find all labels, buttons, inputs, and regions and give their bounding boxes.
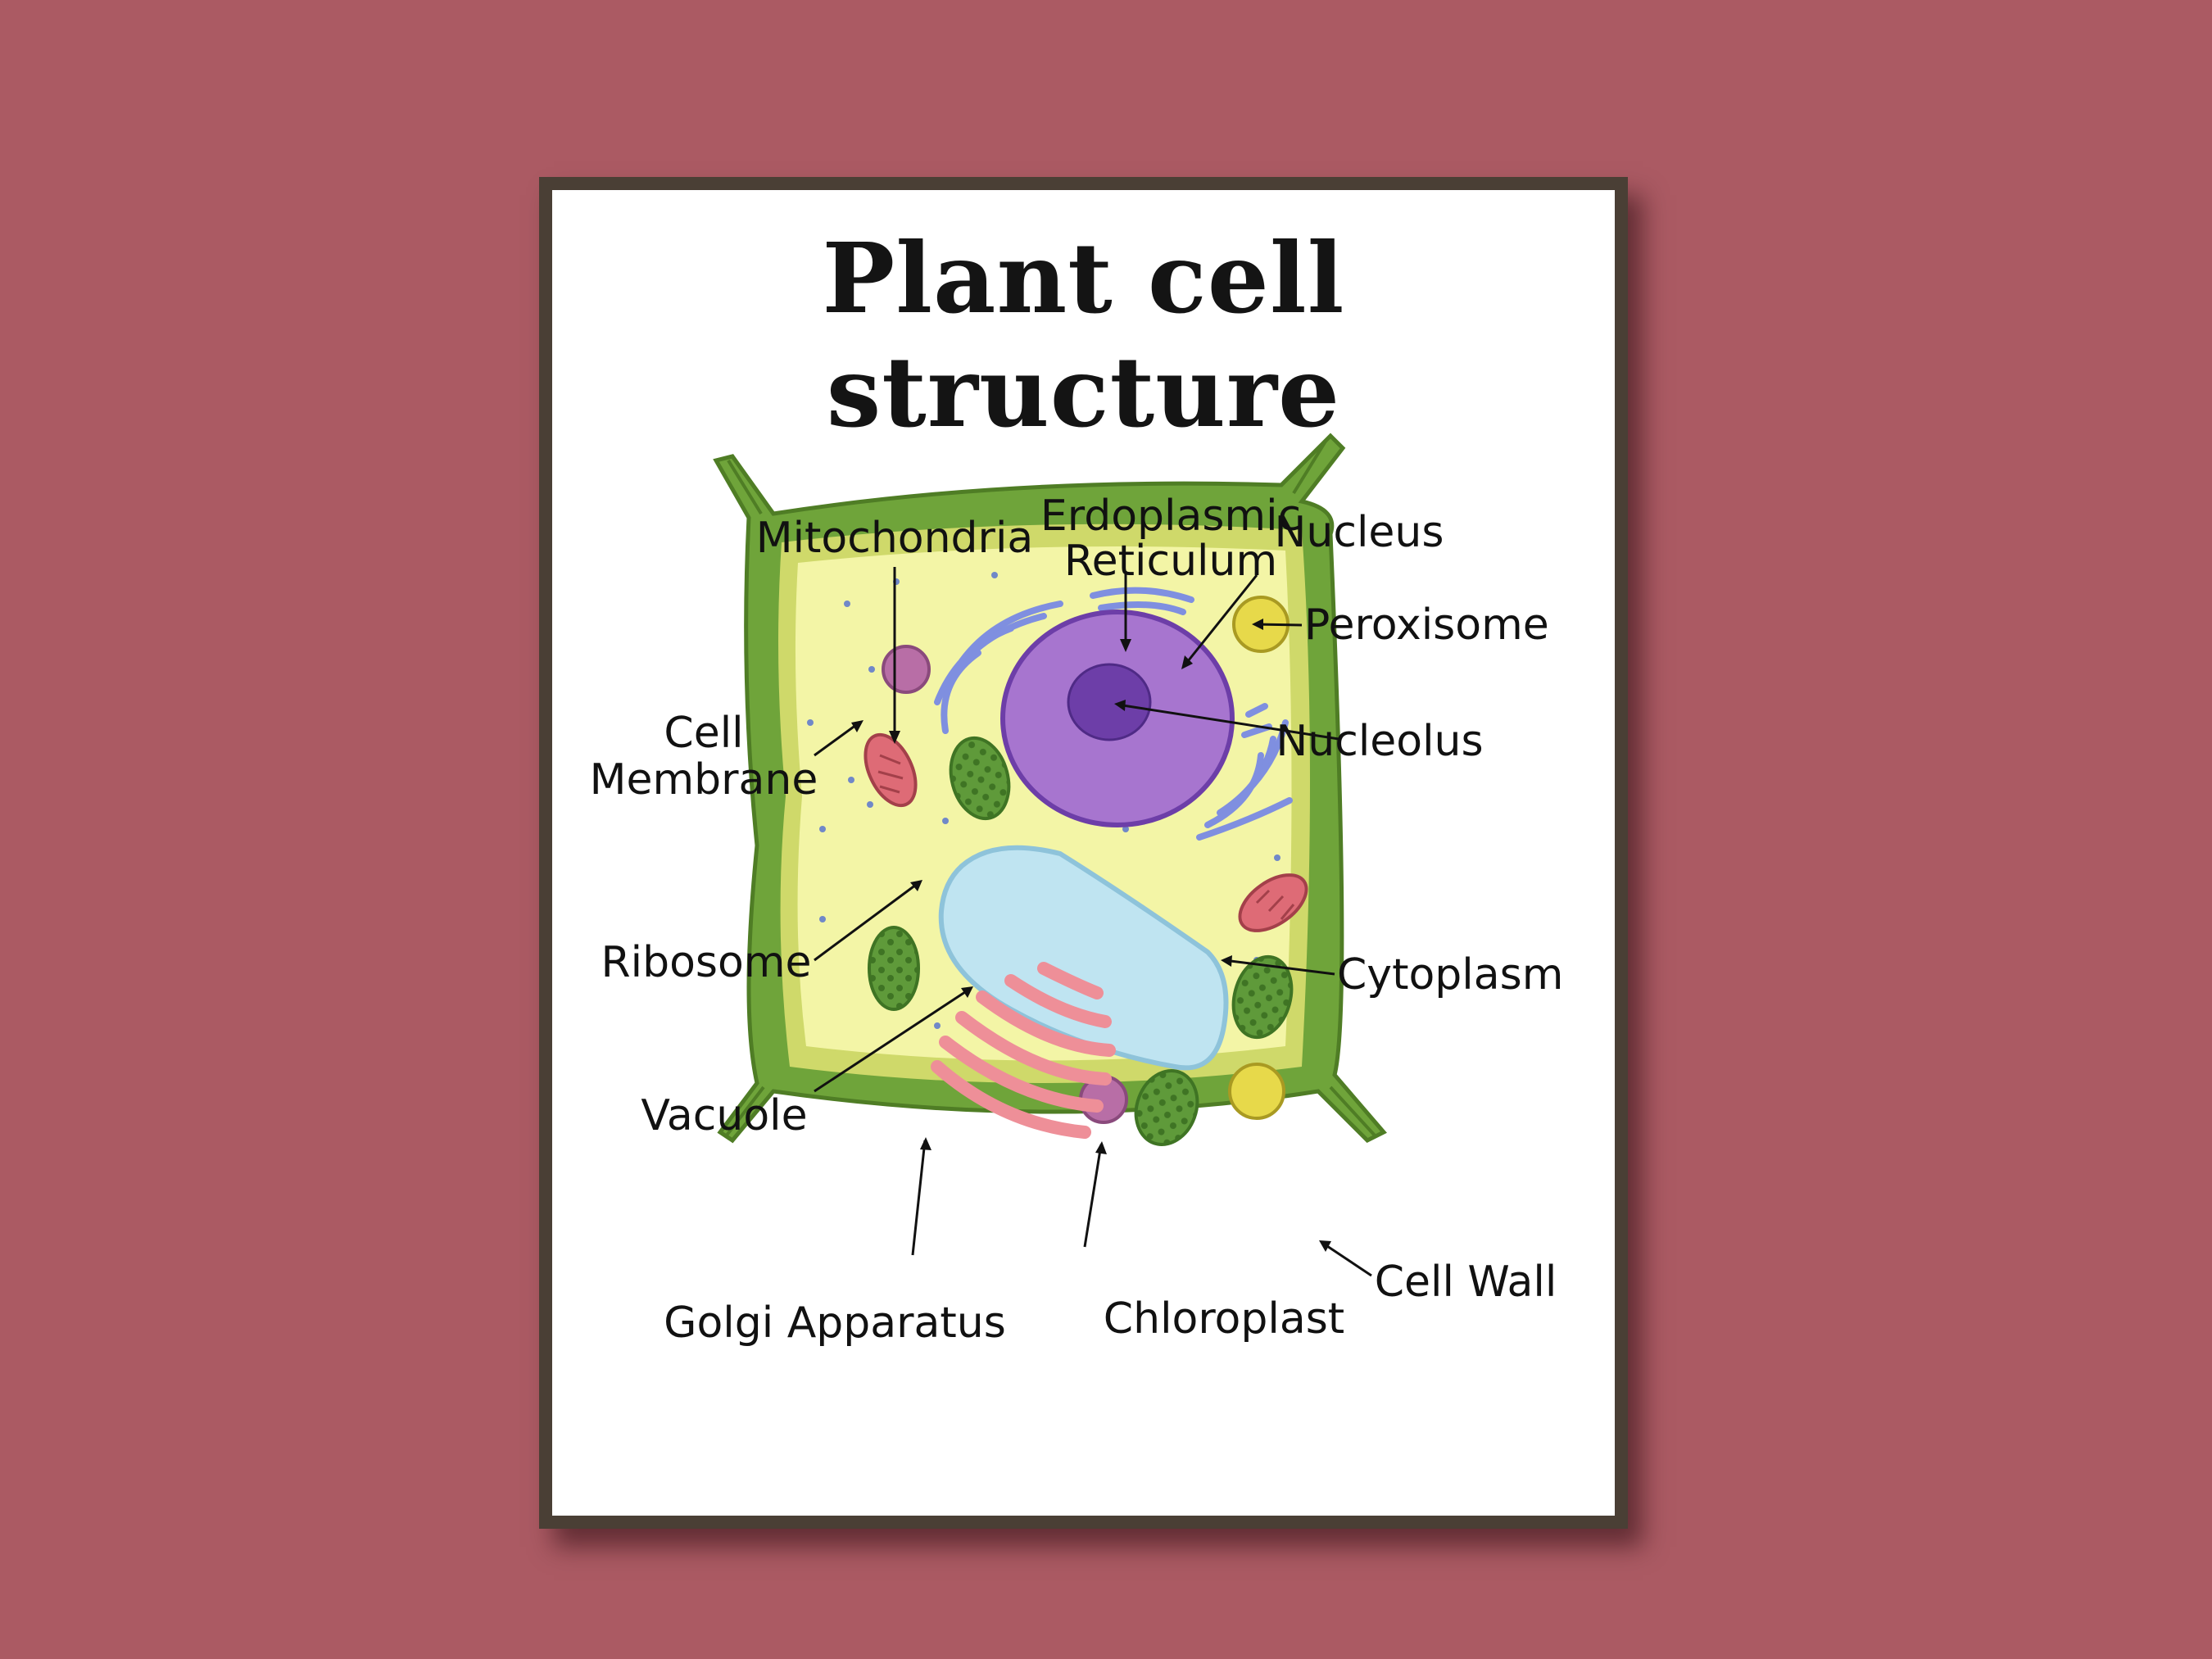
label-cell-wall: Cell Wall xyxy=(1375,1258,1557,1307)
label-ribosome: Ribosome xyxy=(601,938,812,987)
label-golgi-apparatus: Golgi Apparatus xyxy=(664,1299,1006,1348)
label-cell-membrane-line2: Membrane xyxy=(590,755,818,805)
page-title: Plant cell structure xyxy=(822,221,1345,449)
plant-cell-diagram: Mitochondria Erdoplasmic Reticulum Nucle… xyxy=(590,433,1563,1348)
label-er-line1: Erdoplasmic xyxy=(1040,492,1301,541)
mitochondria-organelles xyxy=(863,732,1308,932)
label-nucleolus: Nucleolus xyxy=(1276,717,1483,766)
label-chloroplast: Chloroplast xyxy=(1104,1294,1344,1344)
label-peroxisome: Peroxisome xyxy=(1304,601,1549,650)
label-er-line2: Reticulum xyxy=(1064,537,1277,586)
label-vacuole: Vacuole xyxy=(641,1091,807,1140)
vesicle xyxy=(882,645,931,694)
chloroplasts xyxy=(868,736,1294,1146)
label-mitochondria: Mitochondria xyxy=(756,514,1034,563)
leader-lines xyxy=(814,567,1372,1277)
label-cytoplasm: Cytoplasm xyxy=(1337,950,1563,999)
arrowheads xyxy=(851,619,1331,1252)
vacuole xyxy=(938,845,1229,1071)
peroxisome xyxy=(1228,1063,1285,1120)
golgi-apparatus xyxy=(931,962,1116,1139)
nucleolus xyxy=(1067,663,1152,741)
poster: Plant cell structure xyxy=(552,190,1615,1516)
label-nucleus: Nucleus xyxy=(1275,508,1444,557)
endoplasmic-reticulum xyxy=(934,587,1293,841)
label-cell-membrane-line1: Cell xyxy=(664,709,743,758)
poster-frame: Plant cell structure xyxy=(539,177,1628,1529)
